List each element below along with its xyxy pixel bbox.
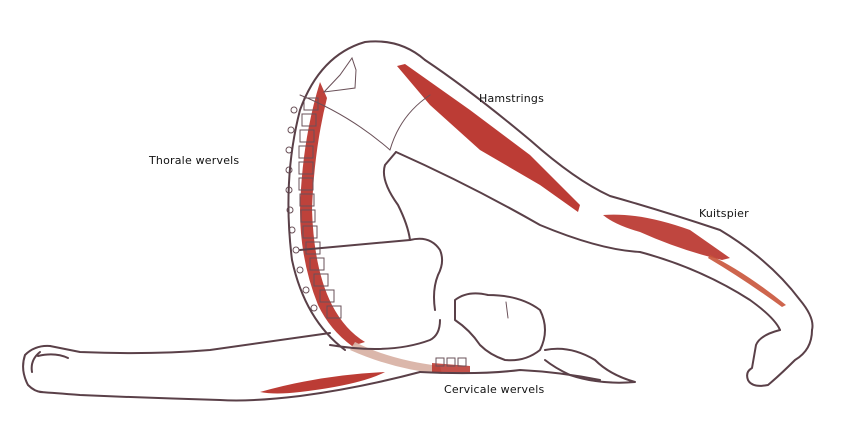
calf-muscle	[603, 214, 730, 260]
pelvis-outline	[299, 151, 411, 251]
cervical-vertebrae-label: Cervicale wervels	[444, 383, 545, 396]
thigh-line	[299, 94, 391, 151]
head-outline	[454, 292, 546, 362]
ponytail-outline	[544, 347, 636, 384]
calf-muscle-label: Kuitspier	[699, 207, 749, 220]
hamstrings-label: Hamstrings	[479, 92, 545, 105]
cervical-spine-red	[432, 363, 470, 373]
buttock-patch	[322, 56, 357, 93]
thoracic-spine-band	[300, 82, 365, 346]
leg-bottom-outline	[395, 151, 781, 331]
eye-line	[505, 301, 509, 319]
hand-outline	[22, 344, 69, 393]
forearm-muscle	[260, 372, 385, 394]
thoracic-vertebrae-label: Thorale wervels	[149, 154, 240, 167]
arm-lower-outline	[39, 371, 421, 402]
cervical-spine-band	[350, 342, 442, 374]
foot-outline	[746, 329, 813, 387]
torso-side-outline	[409, 237, 444, 311]
back-outline	[287, 40, 426, 351]
arm-upper-outline	[49, 332, 331, 355]
hamstrings-muscle	[397, 64, 580, 212]
calf-muscle-lower	[708, 255, 786, 307]
shoulder-outline	[329, 319, 601, 381]
leg-top-outline	[424, 59, 814, 331]
inner-leg-line	[389, 94, 431, 151]
